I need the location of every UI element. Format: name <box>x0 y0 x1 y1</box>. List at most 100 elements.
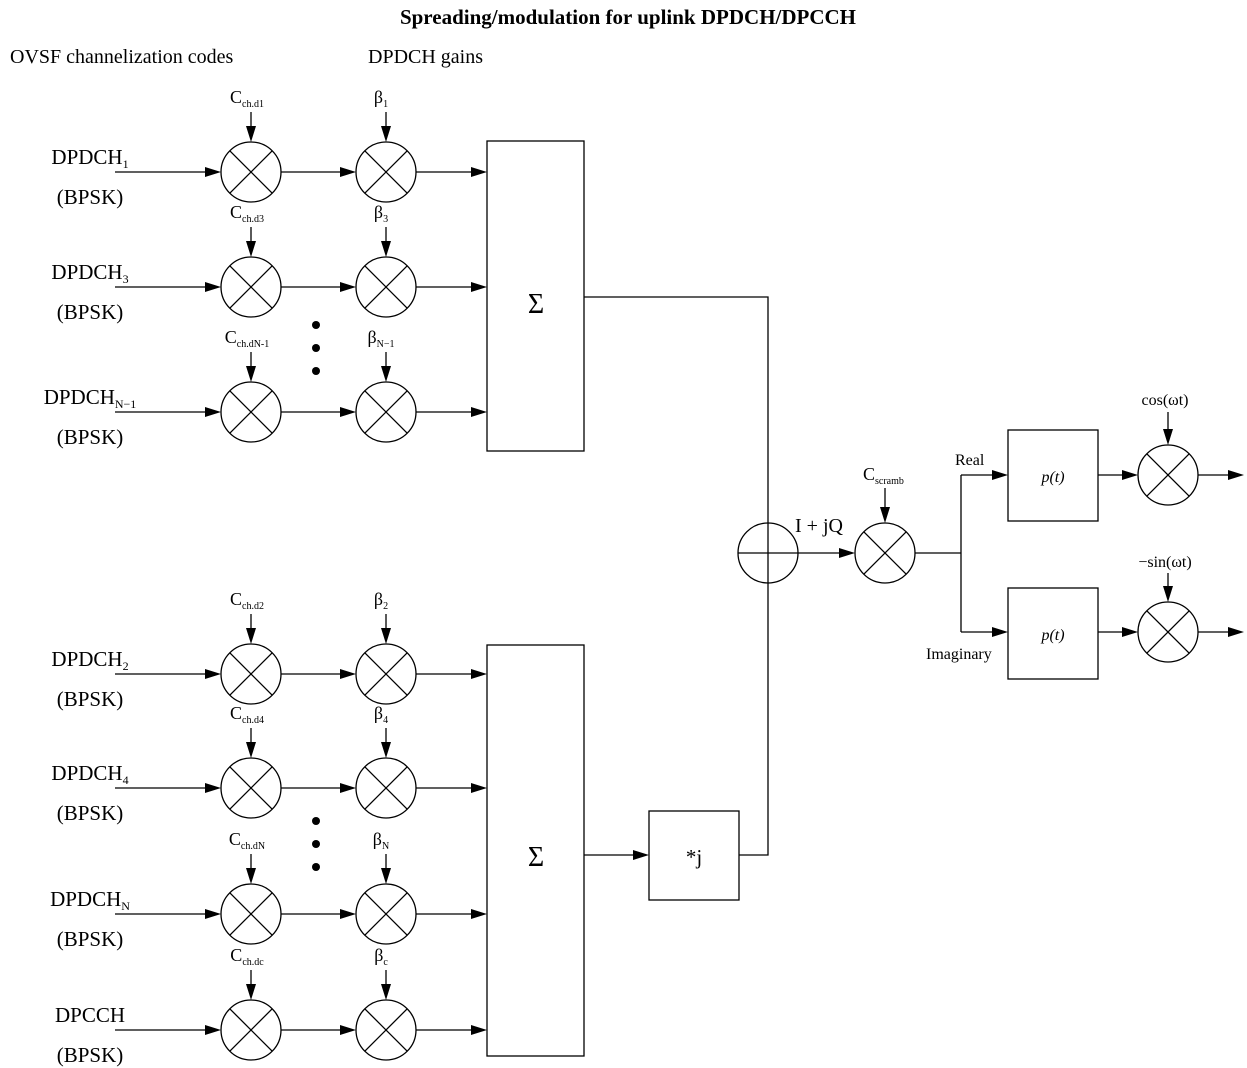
modulation-label: (BPSK) <box>57 1043 124 1067</box>
code-label: Cch.d4 <box>230 703 264 726</box>
pulse-imag-label: p(t) <box>1040 627 1064 644</box>
channel-label: DPCCH <box>55 1003 125 1027</box>
lower-sum-arrow <box>633 850 649 860</box>
channel-label: DPDCH1 <box>51 145 128 171</box>
upper-sum-wire <box>584 296 769 523</box>
summer-lower-symbol: Σ <box>528 842 544 873</box>
pulse-imag-block <box>1007 587 1099 680</box>
code-label: Cch.dN-1 <box>225 327 270 350</box>
to-summer-arrow <box>471 783 487 793</box>
multiply-j-label: *j <box>686 845 702 869</box>
scramble-code-arrow <box>880 507 890 523</box>
diagram-title: Spreading/modulation for uplink DPDCH/DP… <box>400 5 856 29</box>
input-arrow <box>205 167 221 177</box>
real-output-arrow <box>1228 470 1244 480</box>
to-summer-arrow <box>471 1025 487 1035</box>
real-label: Real <box>955 452 985 469</box>
gain-multiplier <box>355 883 417 945</box>
gain-arrow <box>381 126 391 142</box>
mid-arrow <box>340 909 356 919</box>
input-arrow <box>205 1025 221 1035</box>
mid-arrow <box>340 783 356 793</box>
code-label: Cch.dN <box>229 829 265 852</box>
mid-arrow <box>340 1025 356 1035</box>
multiply-j-block <box>648 810 740 901</box>
to-summer-arrow <box>471 407 487 417</box>
input-arrow <box>205 669 221 679</box>
scramble-multiplier <box>854 522 916 584</box>
input-arrow <box>205 282 221 292</box>
input-arrow <box>205 909 221 919</box>
cos-arrow <box>1163 429 1173 445</box>
code-multiplier <box>220 999 282 1061</box>
gain-arrow <box>381 241 391 257</box>
gain-multiplier <box>355 643 417 705</box>
code-multiplier <box>220 757 282 819</box>
ellipsis-dots-lower <box>312 817 320 871</box>
code-multiplier <box>220 381 282 443</box>
channel-label: DPDCH3 <box>51 260 128 286</box>
code-arrow <box>246 241 256 257</box>
gain-label: β2 <box>374 589 388 612</box>
gain-label: βN−1 <box>367 327 394 350</box>
code-arrow <box>246 628 256 644</box>
code-arrow <box>246 868 256 884</box>
iq-arrow <box>839 548 855 558</box>
summer-upper-block <box>486 140 585 452</box>
summer-lower-block <box>486 644 585 1057</box>
gain-multiplier <box>355 141 417 203</box>
gain-label: β1 <box>374 87 388 110</box>
channel-label: DPDCHN <box>50 887 130 913</box>
sin-multiplier <box>1137 601 1199 663</box>
gain-arrow <box>381 868 391 884</box>
code-multiplier <box>220 643 282 705</box>
gain-multiplier <box>355 381 417 443</box>
gain-label: β3 <box>374 202 388 225</box>
modulation-label: (BPSK) <box>57 300 124 324</box>
pulse-imag-out-arrow <box>1122 627 1138 637</box>
modulation-label: (BPSK) <box>57 425 124 449</box>
gain-arrow <box>381 628 391 644</box>
to-summer-arrow <box>471 909 487 919</box>
gain-multiplier <box>355 757 417 819</box>
to-summer-arrow <box>471 167 487 177</box>
pulse-real-label: p(t) <box>1040 469 1064 486</box>
to-summer-arrow <box>471 282 487 292</box>
ellipsis-dots-upper <box>312 321 320 375</box>
code-arrow <box>246 742 256 758</box>
scramble-code-label: Cscramb <box>863 464 904 487</box>
gain-arrow <box>381 984 391 1000</box>
code-arrow <box>246 366 256 382</box>
gain-label: βN <box>373 829 389 852</box>
iq-label: I + jQ <box>795 515 843 537</box>
code-multiplier <box>220 883 282 945</box>
sin-label: −sin(ωt) <box>1138 554 1191 571</box>
adder-symbol <box>737 522 799 584</box>
cos-multiplier <box>1137 444 1199 506</box>
modulation-label: (BPSK) <box>57 687 124 711</box>
pulse-real-out-arrow <box>1122 470 1138 480</box>
summer-upper-symbol: Σ <box>528 289 544 320</box>
gain-multiplier <box>355 999 417 1061</box>
ovsf-header: OVSF channelization codes <box>10 46 233 68</box>
channel-label: DPDCHN−1 <box>44 385 137 411</box>
modulation-label: (BPSK) <box>57 801 124 825</box>
mid-arrow <box>340 669 356 679</box>
gain-multiplier <box>355 256 417 318</box>
imag-label: Imaginary <box>926 646 992 663</box>
mid-arrow <box>340 167 356 177</box>
gain-arrow <box>381 742 391 758</box>
pulse-real-block <box>1007 429 1099 522</box>
input-arrow <box>205 783 221 793</box>
branch-3: DPDCHN−1 (BPSK) Cch.dN-1 βN−1 <box>44 327 487 449</box>
gain-label: β4 <box>374 703 388 726</box>
imag-output-arrow <box>1228 627 1244 637</box>
sin-arrow <box>1163 586 1173 602</box>
cos-label: cos(ωt) <box>1142 392 1189 409</box>
gain-arrow <box>381 366 391 382</box>
